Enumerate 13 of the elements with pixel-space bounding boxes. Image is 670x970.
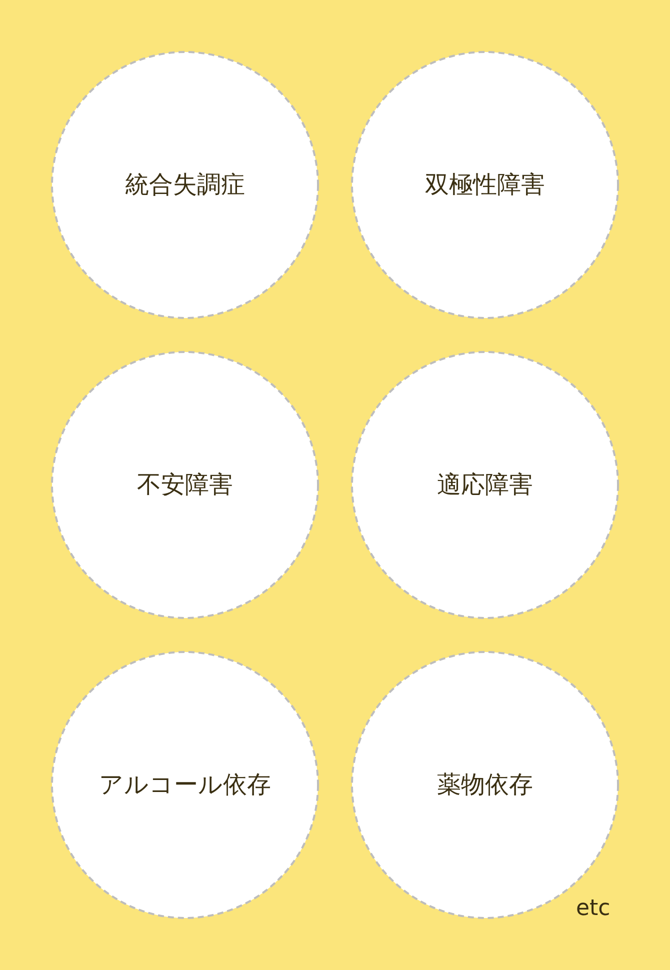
note-text: etc [576,897,610,922]
node-label: 不安障害 [137,470,233,500]
circle-node [351,651,619,919]
circle-node [51,51,319,319]
node-label: アルコール依存 [99,770,271,800]
circle-node [351,351,619,619]
node-label: 適応障害 [437,470,533,500]
node-label: 統合失調症 [125,170,245,200]
circle-node [51,651,319,919]
node-label: 双極性障害 [425,170,545,200]
node-label: 薬物依存 [437,770,533,800]
circle-node [51,351,319,619]
circle-node [351,51,619,319]
